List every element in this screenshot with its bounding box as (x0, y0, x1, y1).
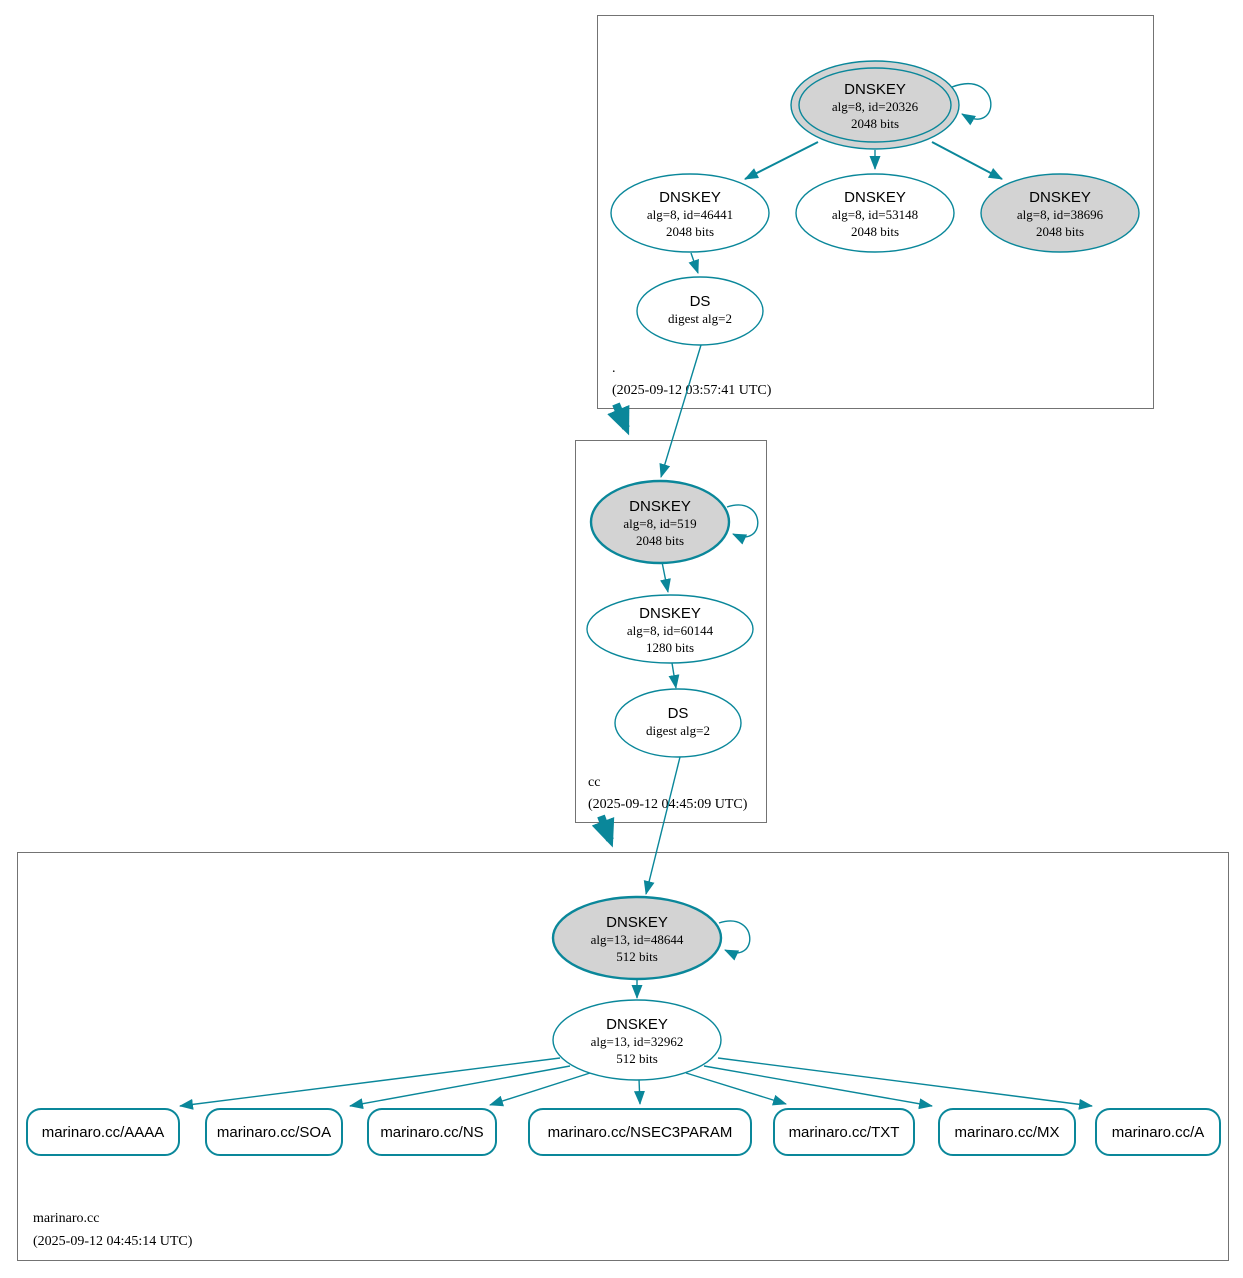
node-dnskey-60144[interactable]: DNSKEY alg=8, id=60144 1280 bits (586, 594, 754, 664)
edge-cc-ds-to-m-ksk48644 (643, 756, 681, 895)
rrset-soa-box[interactable] (205, 1108, 343, 1156)
edge-zsk60144-to-cc-ds (668, 662, 680, 689)
dnskey-20326-outer-ellipse[interactable] (790, 60, 960, 150)
rrset-mx-label: marinaro.cc/MX (954, 1124, 1059, 1141)
node-dnskey-32962[interactable]: DNSKEY alg=13, id=32962 512 bits (552, 999, 722, 1081)
rrset-a-box[interactable] (1095, 1108, 1221, 1156)
dnskey-60144-title: DNSKEY (639, 605, 701, 622)
node-dnskey-519[interactable]: DNSKEY alg=8, id=519 2048 bits (589, 479, 731, 565)
dnskey-38696-title: DNSKEY (1029, 189, 1091, 206)
rrset-mx-box[interactable] (938, 1108, 1076, 1156)
edge-zsk32962-to-rrset-aaaa (179, 1057, 561, 1110)
dnskey-53148-title: DNSKEY (844, 189, 906, 206)
edge-zsk32962-to-rrset-ns (489, 1072, 591, 1107)
dnskey-519-bits: 2048 bits (636, 533, 684, 548)
root-ds-title: DS (690, 293, 711, 310)
dnskey-48644-bits: 512 bits (616, 949, 658, 964)
dnskey-48644-alg: alg=13, id=48644 (591, 932, 684, 947)
node-dnskey-46441[interactable]: DNSKEY alg=8, id=46441 2048 bits (610, 173, 770, 253)
edge-zsk32962-to-rrset-mx (703, 1065, 933, 1110)
cc-ds-ellipse[interactable] (614, 688, 742, 758)
dnskey-32962-bits: 512 bits (616, 1051, 658, 1066)
dnskey-38696-bits: 2048 bits (1036, 224, 1084, 239)
rrset-aaaa-box[interactable] (26, 1108, 180, 1156)
rrset-marinaro-txt[interactable]: marinaro.cc/TXT (773, 1108, 915, 1156)
rrset-txt-box[interactable] (773, 1108, 915, 1156)
dnskey-53148-bits: 2048 bits (851, 224, 899, 239)
node-dnskey-20326[interactable]: DNSKEY alg=8, id=20326 2048 bits (790, 60, 960, 150)
node-dnskey-53148[interactable]: DNSKEY alg=8, id=53148 2048 bits (795, 173, 955, 253)
edge-zsk32962-to-rrset-a (717, 1057, 1093, 1110)
rrset-marinaro-a[interactable]: marinaro.cc/A (1095, 1108, 1221, 1156)
cc-ds-title: DS (668, 705, 689, 722)
dnskey-48644-title: DNSKEY (606, 914, 668, 931)
dnskey-46441-ellipse[interactable] (610, 173, 770, 253)
edge-ksk20326-to-dnskey46441 (744, 141, 819, 180)
dnskey-20326-title: DNSKEY (844, 81, 906, 98)
rrset-marinaro-ns[interactable]: marinaro.cc/NS (367, 1108, 497, 1156)
edge-zsk32962-to-rrset-soa (349, 1065, 571, 1110)
cc-ds-digest: digest alg=2 (646, 723, 710, 738)
rrset-marinaro-mx[interactable]: marinaro.cc/MX (938, 1108, 1076, 1156)
delegation-arrow-root-to-cc (607, 402, 630, 436)
dnskey-519-alg: alg=8, id=519 (623, 516, 696, 531)
root-ds-digest: digest alg=2 (668, 311, 732, 326)
dnskey-60144-ellipse[interactable] (586, 594, 754, 664)
dnskey-519-title: DNSKEY (629, 498, 691, 515)
dnskey-60144-alg: alg=8, id=60144 (627, 623, 714, 638)
zone-box-cc (575, 440, 767, 823)
rrset-ns-box[interactable] (367, 1108, 497, 1156)
edge-dnskey46441-to-ds (688, 252, 699, 274)
dnskey-20326-alg: alg=8, id=20326 (832, 99, 919, 114)
edge-zsk32962-to-rrset-nsec3param (633, 1078, 645, 1105)
rrset-ns-label: marinaro.cc/NS (380, 1124, 483, 1141)
dnskey-32962-ellipse[interactable] (552, 999, 722, 1081)
rrset-nsec3param-label: marinaro.cc/NSEC3PARAM (548, 1124, 733, 1141)
dnskey-20326-inner-ellipse (798, 67, 952, 143)
rrset-nsec3param-box[interactable] (528, 1108, 752, 1156)
self-loop-ksk519 (726, 504, 759, 545)
self-loop-ksk48644 (718, 920, 751, 961)
edge-ksk519-to-zsk60144 (660, 561, 671, 593)
rrset-a-label: marinaro.cc/A (1112, 1124, 1205, 1141)
dnskey-48644-ellipse[interactable] (551, 895, 723, 981)
dnskey-38696-alg: alg=8, id=38696 (1017, 207, 1104, 222)
node-root-ds[interactable]: DS digest alg=2 (636, 276, 764, 346)
zone-timestamp-marinaro-cc: (2025-09-12 04:45:14 UTC) (33, 1234, 193, 1249)
node-dnskey-48644[interactable]: DNSKEY alg=13, id=48644 512 bits (551, 895, 723, 981)
node-cc-ds[interactable]: DS digest alg=2 (614, 688, 742, 758)
self-loop-ksk20326 (951, 83, 992, 126)
rrset-txt-label: marinaro.cc/TXT (789, 1124, 900, 1141)
dnskey-46441-title: DNSKEY (659, 189, 721, 206)
dnskey-20326-bits: 2048 bits (851, 116, 899, 131)
edge-root-ds-to-cc-ksk519 (659, 344, 702, 478)
dnskey-53148-alg: alg=8, id=53148 (832, 207, 918, 222)
zone-marinaro-cc: marinaro.cc (2025-09-12 04:45:14 UTC) (17, 852, 1229, 1261)
zone-timestamp-root: (2025-09-12 03:57:41 UTC) (612, 383, 772, 398)
dnskey-46441-alg: alg=8, id=46441 (647, 207, 733, 222)
dnskey-60144-bits: 1280 bits (646, 640, 694, 655)
node-dnskey-38696[interactable]: DNSKEY alg=8, id=38696 2048 bits (980, 173, 1140, 253)
dnskey-46441-bits: 2048 bits (666, 224, 714, 239)
dnskey-38696-ellipse[interactable] (980, 173, 1140, 253)
rrset-marinaro-nsec3param[interactable]: marinaro.cc/NSEC3PARAM (528, 1108, 752, 1156)
rrset-marinaro-aaaa[interactable]: marinaro.cc/AAAA (26, 1108, 180, 1156)
zone-label-cc: cc (588, 775, 600, 790)
rrset-aaaa-label: marinaro.cc/AAAA (42, 1124, 165, 1141)
zone-box-root (597, 15, 1154, 409)
zone-root: . (2025-09-12 03:57:41 UTC) (597, 15, 1154, 409)
zone-label-root: . (612, 361, 616, 376)
zone-label-marinaro-cc: marinaro.cc (33, 1211, 99, 1226)
rrset-marinaro-soa[interactable]: marinaro.cc/SOA (205, 1108, 343, 1156)
delegation-arrow-cc-to-marinaro (591, 814, 615, 848)
root-ds-ellipse[interactable] (636, 276, 764, 346)
edge-ksk20326-to-dnskey38696 (931, 141, 1003, 180)
rrset-soa-label: marinaro.cc/SOA (217, 1124, 331, 1141)
dnskey-519-ellipse[interactable] (589, 479, 731, 565)
zone-box-marinaro-cc (17, 852, 1229, 1261)
dnskey-32962-alg: alg=13, id=32962 (591, 1034, 684, 1049)
dnskey-53148-ellipse[interactable] (795, 173, 955, 253)
dnskey-32962-title: DNSKEY (606, 1016, 668, 1033)
edge-zsk32962-to-rrset-txt (685, 1072, 787, 1106)
